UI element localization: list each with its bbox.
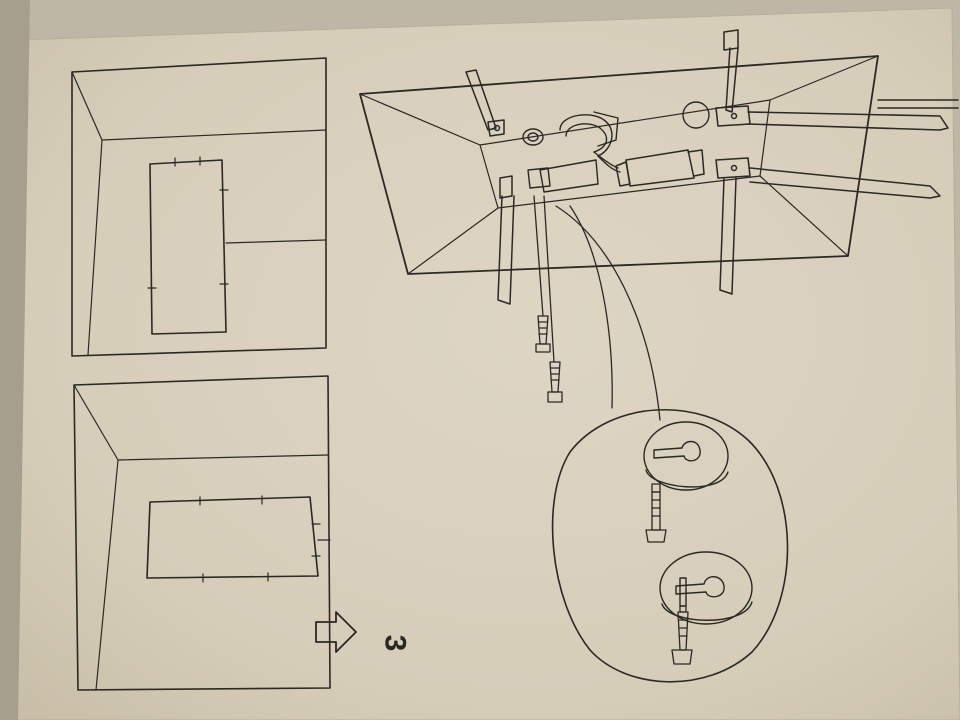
- screw-icon: [543, 195, 563, 403]
- terminal-block: [522, 128, 551, 189]
- screw-icon: [671, 605, 693, 665]
- detail-magnifier: [551, 408, 789, 683]
- lamp-socket: [615, 149, 705, 187]
- wire-bundle: [539, 111, 621, 193]
- screw-icon: [533, 195, 551, 353]
- keyhole-icon: [659, 551, 753, 625]
- mounting-bracket-bottom-right: [715, 157, 751, 295]
- panel-ceiling-box-1: [71, 57, 327, 357]
- keyhole-icon: [643, 421, 729, 491]
- fixture-housing: [359, 55, 879, 275]
- mounting-hole: [682, 101, 710, 129]
- fixture-arm-top: [747, 99, 959, 131]
- screw-icon: [645, 483, 667, 543]
- mounting-plate-2: [146, 496, 319, 579]
- paper-fold-shadow: [0, 0, 30, 720]
- mounting-bracket-top-left: [465, 69, 505, 137]
- callout-line: [569, 205, 613, 409]
- step-number: 3: [378, 634, 412, 652]
- hollow-arrow-right-icon: [315, 611, 357, 653]
- mounting-bracket-bottom-left: [497, 175, 515, 305]
- fixture-arm-bottom: [749, 167, 941, 199]
- callout-line: [555, 205, 661, 421]
- paper-background: [9, 7, 960, 720]
- mounting-plate-1: [149, 159, 227, 335]
- panel-ceiling-box-2: [73, 375, 331, 691]
